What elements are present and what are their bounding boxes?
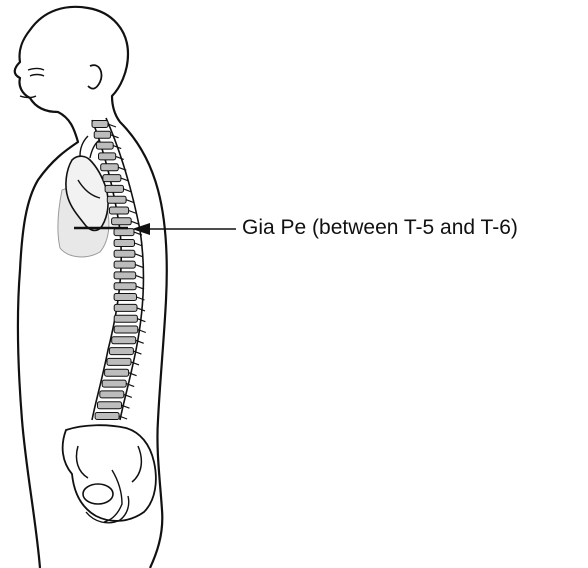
pelvis-outline — [63, 425, 156, 521]
vertebra — [114, 272, 136, 279]
vertebra — [114, 250, 135, 257]
spinous-process — [116, 156, 124, 159]
vertebra — [114, 315, 137, 322]
vertebra — [92, 121, 108, 128]
vertebra — [95, 413, 119, 420]
vertebra — [96, 142, 113, 149]
vertebra — [101, 164, 119, 171]
vertebra — [109, 207, 128, 214]
spinous-process — [137, 308, 145, 311]
vertebra — [114, 304, 137, 311]
hip-socket — [83, 484, 113, 504]
vertebra — [100, 391, 124, 398]
spinous-process — [136, 275, 144, 278]
callout-label: Gia Pe (between T-5 and T-6) — [242, 214, 518, 242]
vertebra — [114, 326, 138, 333]
vertebra — [99, 153, 116, 160]
vertebra — [98, 402, 122, 409]
vertebra — [109, 348, 133, 355]
spinous-process — [135, 254, 143, 257]
vertebra — [114, 240, 134, 247]
vertebra — [105, 369, 129, 376]
vertebra — [112, 337, 136, 344]
vertebra — [107, 196, 126, 203]
pelvis-inner — [76, 446, 141, 482]
vertebra — [94, 131, 110, 138]
vertebra — [114, 229, 134, 236]
pelvis — [63, 425, 156, 523]
spine — [92, 118, 146, 420]
vertebra — [103, 175, 121, 182]
vertebra — [105, 185, 123, 192]
vertebra — [114, 261, 135, 268]
vertebra — [112, 218, 132, 225]
vertebra — [102, 380, 126, 387]
spinous-process — [135, 265, 143, 268]
vertebra — [114, 294, 136, 301]
vertebra — [114, 283, 136, 290]
vertebra — [107, 358, 131, 365]
ear — [88, 65, 102, 88]
eye — [28, 69, 44, 77]
